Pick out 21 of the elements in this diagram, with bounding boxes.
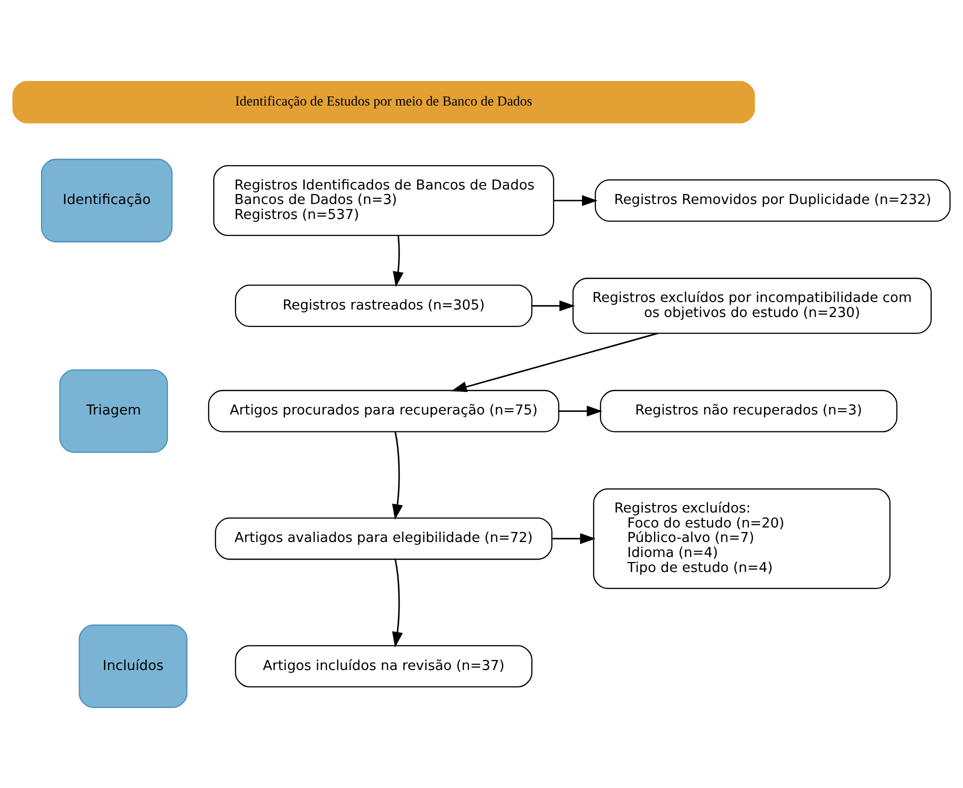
node-box: Registros não recuperados (n=3): [600, 389, 898, 432]
arrow: [532, 300, 575, 311]
arrow: [392, 431, 403, 520]
node-box: Registros Removidos por Duplicidade (n=232): [594, 178, 951, 222]
arrow: [552, 532, 596, 544]
arrow: [554, 194, 598, 206]
node-box: Registros Identificados de Bancos de Dados Bancos de Dados (n=3) Registros (n=537): [213, 164, 554, 236]
node-box: Registros excluídos por incompatibilidade com os objetivos do estudo (n=230): [572, 277, 932, 334]
arrow: [451, 332, 658, 392]
node-box: Triagem: [59, 368, 168, 452]
node-box: Artigos avaliados para elegibilidade (n=72): [214, 517, 552, 560]
arrow: [392, 235, 404, 287]
node-box: Artigos incluídos na revisão (n=37): [234, 644, 532, 687]
node-box: Artigos procurados para recuperação (n=75): [208, 389, 560, 432]
node-box: Identificação de Estudos por meio de Banco de Dados: [12, 80, 755, 123]
arrow: [559, 405, 602, 416]
node-box: Incluídos: [78, 624, 188, 708]
node-box: Registros rastreados (n=305): [234, 284, 532, 326]
node-box: Identificação: [41, 158, 173, 242]
node-box: Registros excluídos: Foco do estudo (n=20) Público-alvo (n=7) Idioma (n=4) Tipo de estudo (n=4): [593, 488, 891, 588]
arrow: [392, 558, 403, 647]
